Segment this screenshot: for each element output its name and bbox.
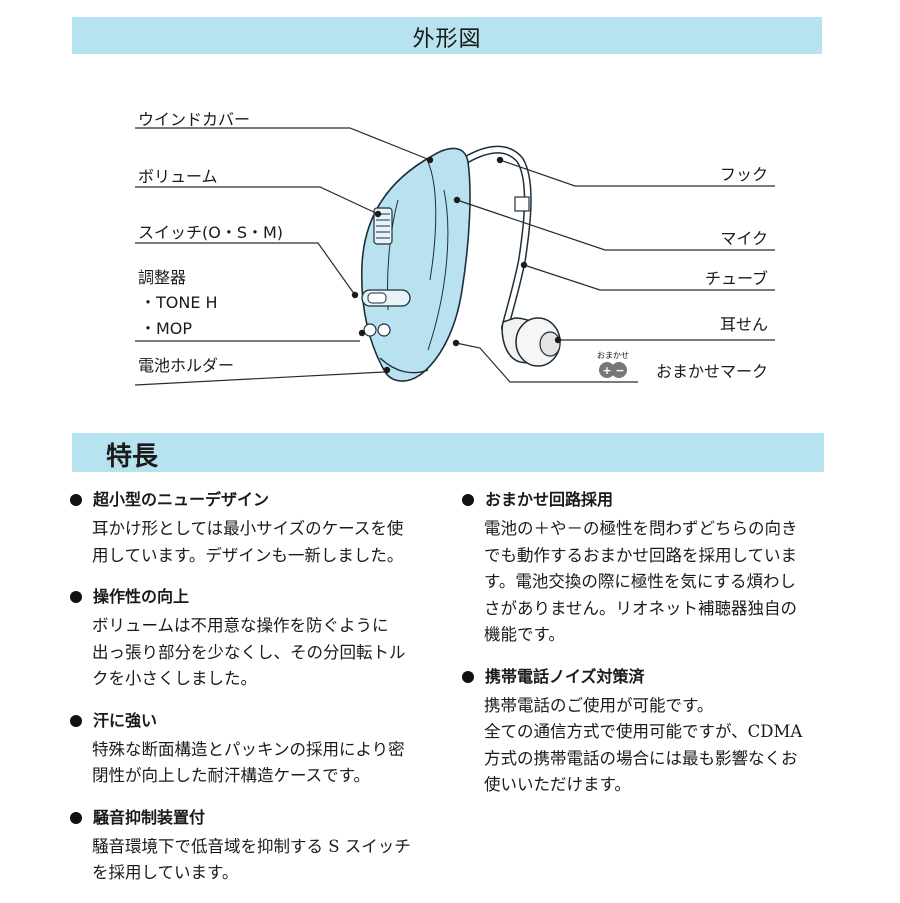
battery-holder-shape xyxy=(379,357,429,374)
diagram-title: 外形図 xyxy=(412,27,482,52)
feature-body: 騒音環境下で低音域を抑制する S スイッチ を採用しています。 xyxy=(92,836,411,883)
feature-item: おまかせ回路採用 電池の＋や－の極性を問わずどちらの向き でも動作するおまかせ回… xyxy=(462,488,842,649)
omakase-mark-icon: おまかせ + − xyxy=(597,351,629,378)
feature-body: 特殊な断面構造とパッキンの採用により密 閉性が向上した耐汗構造ケースです。 xyxy=(92,739,405,786)
label-tone-h: ・TONE H xyxy=(140,293,218,312)
feature-body: 携帯電話のご使用が可能です。 全ての通信方式で使用可能ですが、CDMA 方式の携… xyxy=(484,695,803,795)
feature-body: 耳かけ形としては最小サイズのケースを使 用しています。デザインも一新しました。 xyxy=(92,519,404,565)
label-battery-holder: 電池ホルダー xyxy=(138,356,234,375)
feature-item: 操作性の向上 ボリュームは不用意な操作を防ぐように 出っ張り部分を少なくし、その… xyxy=(70,585,450,693)
hearing-aid-body xyxy=(360,147,471,382)
label-mop: ・MOP xyxy=(140,319,192,338)
feature-item: 騒音抑制装置付 騒音環境下で低音域を抑制する S スイッチ を採用しています。 xyxy=(70,806,450,887)
svg-text:−: − xyxy=(615,364,624,377)
svg-text:おまかせ: おまかせ xyxy=(597,351,629,360)
switch-slider xyxy=(361,289,411,307)
earpiece-shape xyxy=(501,317,561,367)
features-title: 特長 xyxy=(106,442,159,472)
label-switch: スイッチ(O・S・M) xyxy=(138,223,283,242)
feature-body: ボリュームは不用意な操作を防ぐように 出っ張り部分を少なくし、その分回転トル ク… xyxy=(92,616,406,688)
label-mic: マイク xyxy=(720,229,768,248)
hearing-aid-diagram: おまかせ + − ウインドカバー ボリューム スイッチ(O・S・M) 調整器 ・… xyxy=(134,110,775,386)
adjuster-screws xyxy=(363,323,391,337)
feature-title: 超小型のニューデザイン xyxy=(70,488,450,512)
feature-title: おまかせ回路採用 xyxy=(462,488,842,512)
label-earpiece: 耳せん xyxy=(720,315,768,334)
label-omakase-mark: おまかせマーク xyxy=(656,362,768,381)
features-right-column: おまかせ回路採用 電池の＋や－の極性を問わずどちらの向き でも動作するおまかせ回… xyxy=(462,488,842,815)
label-wind-cover: ウインドカバー xyxy=(138,110,250,129)
label-volume: ボリューム xyxy=(138,167,218,186)
label-tube: チューブ xyxy=(705,269,768,288)
diagram-header-bar: 外形図 xyxy=(72,17,822,54)
features-left-column: 超小型のニューデザイン 耳かけ形としては最小サイズのケースを使 用しています。デ… xyxy=(70,488,450,903)
feature-item: 汗に強い 特殊な断面構造とパッキンの採用により密 閉性が向上した耐汗構造ケースで… xyxy=(70,709,450,790)
feature-body: 電池の＋や－の極性を問わずどちらの向き でも動作するおまかせ回路を採用していま … xyxy=(484,519,798,644)
svg-text:+: + xyxy=(602,364,611,377)
feature-title: 騒音抑制装置付 xyxy=(70,806,450,830)
hook-joint xyxy=(514,196,530,212)
feature-title: 携帯電話ノイズ対策済 xyxy=(462,665,842,689)
feature-title: 汗に強い xyxy=(70,709,450,733)
feature-title: 操作性の向上 xyxy=(70,585,450,609)
label-hook: フック xyxy=(720,165,768,184)
feature-item: 超小型のニューデザイン 耳かけ形としては最小サイズのケースを使 用しています。デ… xyxy=(70,488,450,569)
label-adjuster: 調整器 xyxy=(138,268,186,287)
features-header-bar: 特長 xyxy=(72,433,824,472)
feature-item: 携帯電話ノイズ対策済 携帯電話のご使用が可能です。 全ての通信方式で使用可能です… xyxy=(462,665,842,799)
